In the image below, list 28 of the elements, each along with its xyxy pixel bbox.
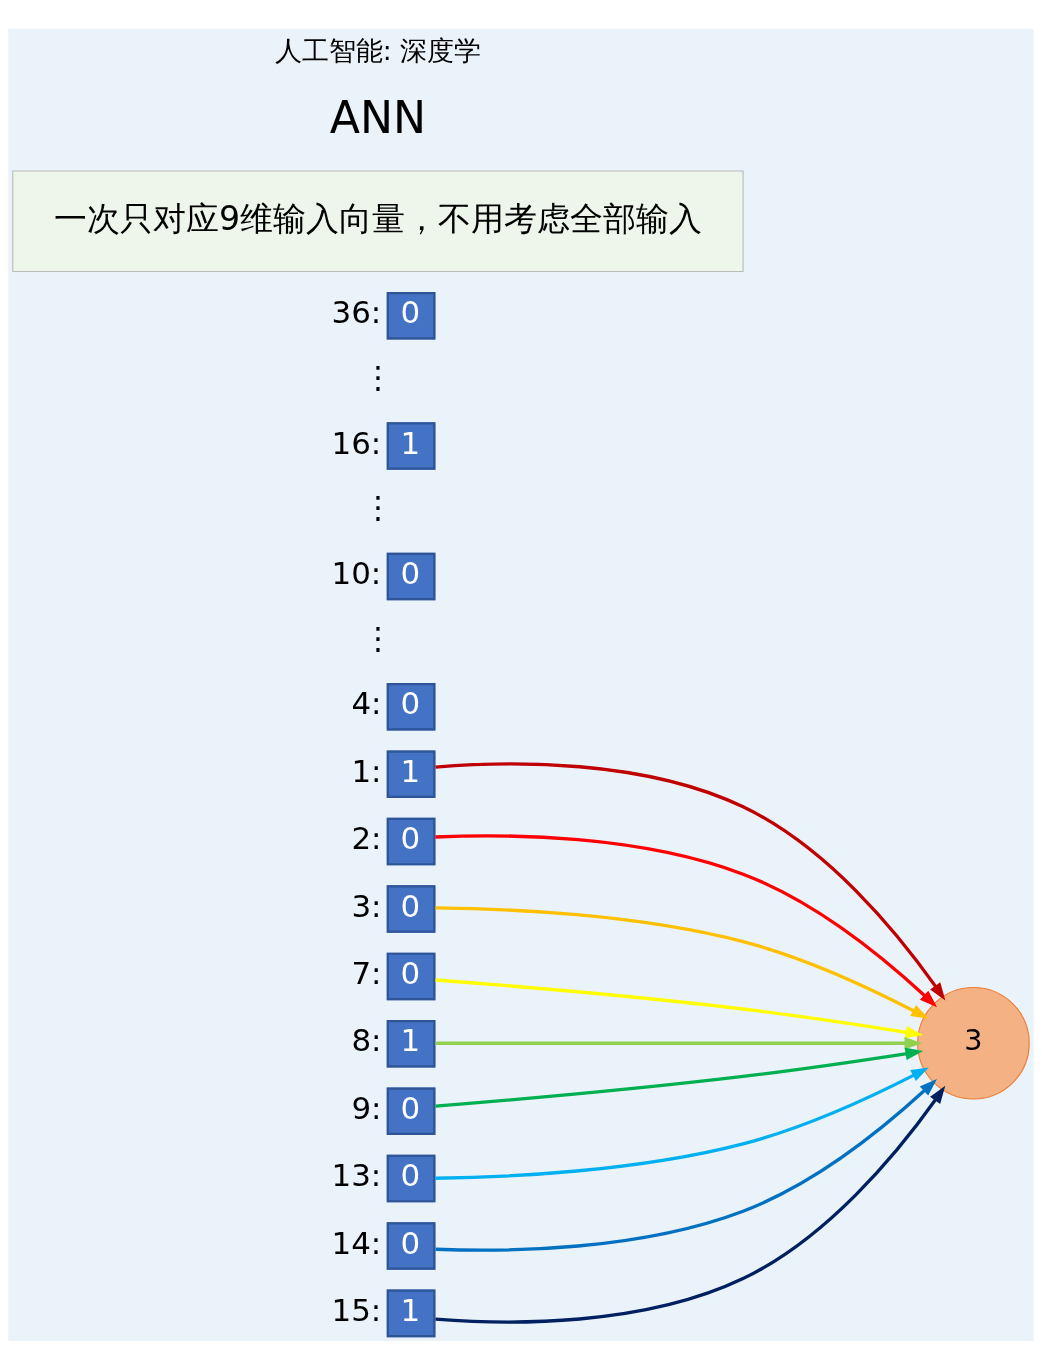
label: 人工智能: 深度学 xyxy=(274,35,482,67)
arrow xyxy=(435,762,946,1001)
node-label: 8: xyxy=(351,1022,382,1059)
label: ANN xyxy=(329,91,427,143)
arrow xyxy=(435,906,929,1019)
arrow xyxy=(435,1037,923,1050)
label: ⋮ xyxy=(362,489,394,526)
label: ⋮ xyxy=(362,619,394,656)
node-label: 7: xyxy=(351,955,382,992)
node-label: 16: xyxy=(331,424,382,461)
arrow xyxy=(435,978,924,1039)
label: ⋮ xyxy=(362,358,394,395)
arrow xyxy=(435,1047,924,1108)
node-label: 14: xyxy=(331,1224,382,1261)
node-label: 13: xyxy=(331,1157,382,1194)
node-label: 36: xyxy=(331,294,382,331)
arrow xyxy=(435,1067,929,1180)
node-label: 4: xyxy=(351,685,382,722)
node-label: 2: xyxy=(351,820,382,857)
arrow xyxy=(435,1078,937,1252)
arrow xyxy=(435,834,938,1008)
node-label: 1: xyxy=(351,752,382,789)
node-box: 一次只对应9维输入向量，不用考虑全部输入 xyxy=(12,170,744,273)
node-label: 15: xyxy=(331,1292,382,1328)
node-label: 10: xyxy=(331,555,382,592)
arrow xyxy=(435,1085,946,1324)
node-label: 9: xyxy=(351,1089,382,1126)
node-label: 3: xyxy=(351,887,382,924)
